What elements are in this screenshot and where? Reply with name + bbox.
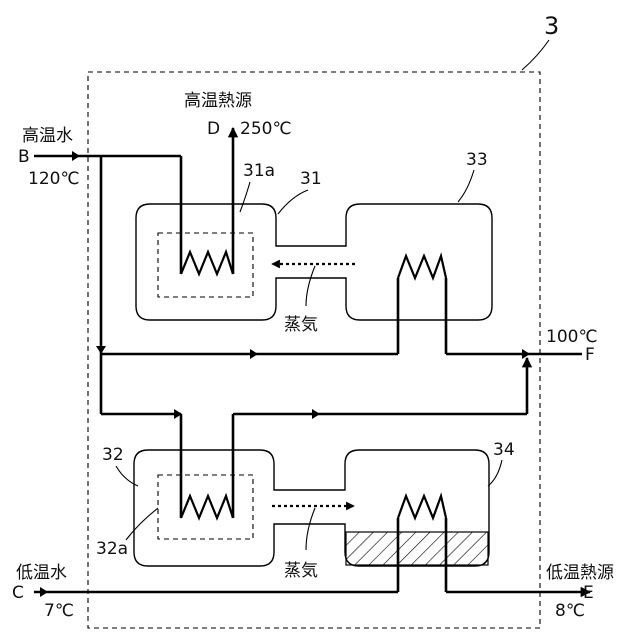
label-34: 34 bbox=[493, 440, 515, 460]
arrow-mid-upper bbox=[250, 349, 258, 359]
system-label: 3 bbox=[544, 12, 559, 40]
port-D-name: 高温熱源 bbox=[184, 91, 252, 111]
vapor-label-upper: 蒸気 bbox=[284, 315, 318, 335]
leader-34 bbox=[488, 460, 502, 486]
port-E-name: 低温熱源 bbox=[546, 563, 614, 583]
leader-33 bbox=[458, 170, 474, 202]
port-B-name: 高温水 bbox=[22, 126, 73, 146]
arrow-C bbox=[40, 587, 48, 597]
port-E-temp: 8℃ bbox=[555, 601, 585, 621]
port-C-name: 低温水 bbox=[16, 563, 67, 583]
port-F-letter: F bbox=[585, 345, 595, 365]
port-C-temp: 7℃ bbox=[44, 601, 74, 621]
label-31a: 31a bbox=[243, 161, 275, 181]
label-33: 33 bbox=[466, 150, 488, 170]
port-C-letter: C bbox=[12, 583, 24, 603]
port-D-letter: D bbox=[207, 119, 220, 139]
port-B-temp: 120℃ bbox=[28, 169, 80, 189]
arrow-B bbox=[72, 151, 80, 161]
port-E-letter: E bbox=[583, 583, 594, 603]
label-31: 31 bbox=[300, 169, 322, 189]
label-32a: 32a bbox=[96, 539, 128, 559]
port-F-temp: 100℃ bbox=[546, 327, 598, 347]
port-B-letter: B bbox=[18, 147, 30, 167]
system-label-leader bbox=[522, 40, 549, 70]
hatched-liquid-34 bbox=[346, 532, 488, 565]
port-D-temp: 250℃ bbox=[240, 119, 292, 139]
leader-31 bbox=[278, 190, 308, 214]
label-32: 32 bbox=[102, 445, 124, 465]
vapor-label-lower: 蒸気 bbox=[284, 561, 318, 581]
arrow-lower-right bbox=[312, 409, 320, 419]
arrow-F bbox=[522, 349, 530, 359]
